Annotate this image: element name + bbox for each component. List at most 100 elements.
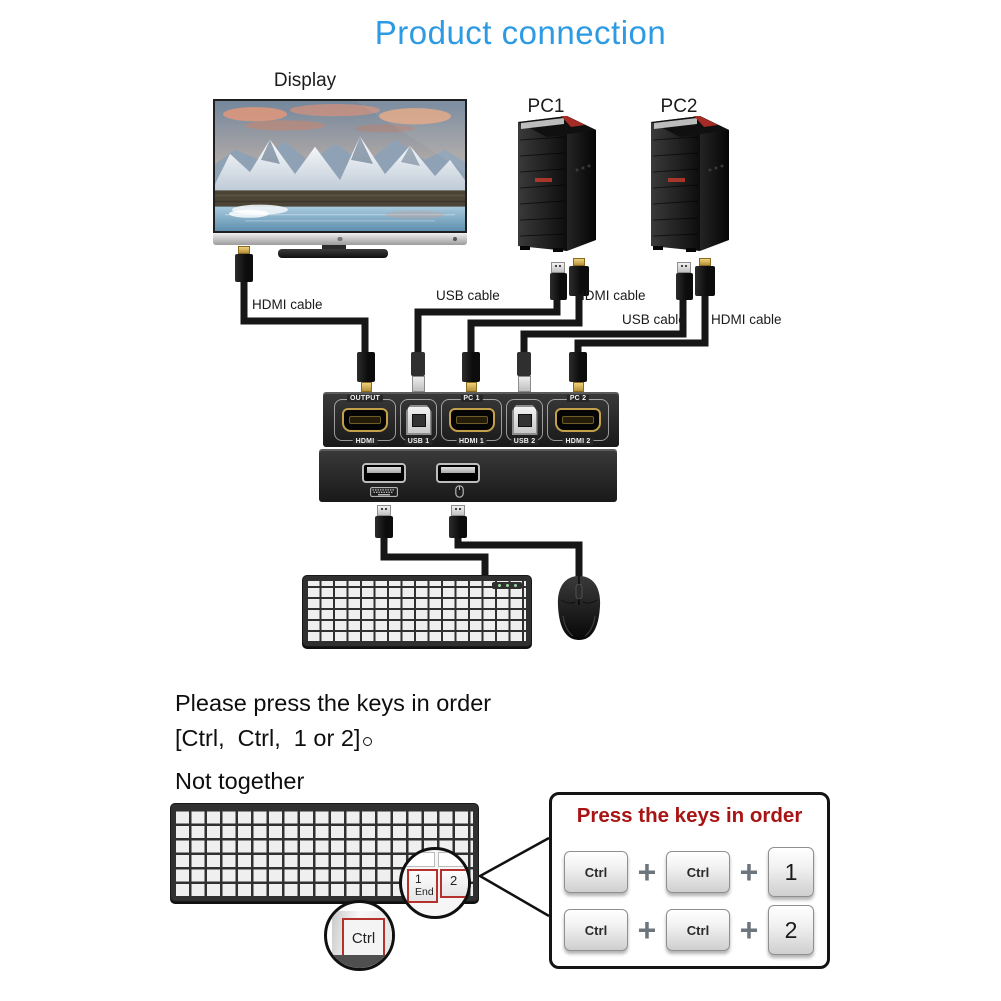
instruction-text: Please press the keys in order [Ctrl, Ct… — [175, 686, 491, 799]
key-end-label: End — [415, 886, 434, 898]
ctrl-key-label: Ctrl — [351, 929, 376, 947]
usb-plug-body — [549, 273, 567, 300]
monitor-screen-image — [215, 101, 465, 231]
usb-plug-tip — [677, 262, 691, 273]
hdmi-plug-tip — [572, 382, 584, 392]
kvm-keyboard-usb-port — [362, 463, 406, 483]
instruction-line-2: [Ctrl, Ctrl, 1 or 2]。 — [175, 721, 491, 764]
keyboard-icon — [370, 487, 398, 497]
monitor-power-led — [453, 237, 457, 241]
usbb-plug-body — [411, 352, 425, 376]
plus-sign: + — [739, 854, 759, 890]
pc1-tower — [518, 116, 596, 252]
keyboard-illustration — [302, 575, 532, 647]
usbb-plug-shell — [411, 376, 425, 392]
mouse-usb-plug — [449, 505, 467, 538]
kvm-pc1-label: PC 1 — [460, 395, 483, 402]
kvm-pc2-label: PC 2 — [566, 395, 590, 402]
kvm-usb1-port — [405, 405, 432, 435]
kvm-output-hdmi-label: HDMI — [352, 438, 378, 445]
plus-sign: + — [739, 912, 759, 948]
keyboard-keys — [308, 581, 526, 641]
magnifier-numpad: 1 End 2 — [399, 847, 471, 919]
hdmi-plug-tip — [360, 382, 372, 392]
ghost-key — [438, 852, 468, 867]
keyboard-leds — [492, 582, 522, 589]
cable-label-pc2-hdmi: HDMI cable — [711, 312, 782, 327]
mouse-icon — [455, 485, 464, 498]
mouse-illustration — [557, 576, 601, 640]
pc1-label: PC1 — [527, 96, 565, 117]
page-title: Product connection — [374, 14, 667, 51]
hdmi-plug-tip — [573, 258, 585, 266]
instruction-line-1: Please press the keys in order — [175, 690, 492, 716]
hdmi-plug-tip — [699, 258, 711, 266]
magnifier-ctrl: Ctrl — [324, 900, 395, 971]
key-2-label: 2 — [450, 873, 458, 888]
kvm-port-group-hdmi2: PC 2 HDMI 2 — [547, 395, 609, 445]
hotkey-panel-heading: Press the keys in order — [576, 804, 803, 827]
kvm-switch-front-panel: OUTPUT HDMI USB 1 PC 1 HDMI 1 USB 2 PC 2… — [323, 392, 619, 447]
cable-label-pc1-usb: USB cable — [436, 288, 500, 303]
usb-plug-tip — [451, 505, 465, 516]
display-hdmi-plug — [234, 246, 254, 282]
display-monitor — [213, 99, 467, 233]
kvm-switch-body — [319, 449, 617, 502]
kvm-output-hdmi-port — [342, 408, 388, 432]
kvm-usb2-label: USB 2 — [510, 438, 539, 445]
kvm-hdmi2-label: HDMI 2 — [562, 438, 594, 445]
kvm-usb2-port — [511, 405, 538, 435]
usb-plug-body — [675, 273, 693, 300]
hotkey-row-1: Ctrl + Ctrl + 1 — [564, 845, 814, 899]
numpad-key-2: 2 — [440, 869, 468, 898]
monitor-stand-base — [278, 249, 388, 258]
kvm-mouse-usb-port — [436, 463, 480, 483]
kvm-port-group-usb2: USB 2 — [506, 399, 543, 445]
kvm-usb2-plug — [517, 352, 531, 392]
pc2-tower — [651, 116, 729, 252]
hotkey-panel: Press the keys in order Ctrl + Ctrl + 1 … — [549, 792, 830, 969]
kvm-hdmi2-plug — [568, 352, 588, 392]
ctrl-keycap: Ctrl — [666, 851, 730, 893]
ctrl-keycap: Ctrl — [564, 909, 628, 951]
kvm-hdmi1-port — [448, 408, 495, 432]
kvm-usb1-plug — [411, 352, 425, 392]
hdmi-plug-body — [462, 352, 480, 382]
ctrl-keycap: Ctrl — [666, 909, 730, 951]
display-hdmi-cable-line — [240, 272, 369, 362]
usb-plug-tip — [551, 262, 565, 273]
cable-label-display-hdmi: HDMI cable — [252, 297, 323, 312]
hdmi-plug-body — [357, 352, 375, 382]
kvm-hdmi2-port — [555, 408, 601, 432]
ctrl-keycap: Ctrl — [564, 851, 628, 893]
kvm-hdmi1-label: HDMI 1 — [456, 438, 487, 445]
cable-label-pc1-hdmi: HDMI cable — [575, 288, 646, 303]
kvm-port-group-output: OUTPUT HDMI — [334, 395, 396, 445]
num-2-keycap: 2 — [768, 905, 814, 955]
usbb-plug-shell — [517, 376, 531, 392]
key-1-label: 1 — [415, 872, 422, 886]
hdmi-plug-body — [569, 352, 587, 382]
hotkey-row-2: Ctrl + Ctrl + 2 — [564, 903, 814, 957]
keyboard-usb-plug — [375, 505, 393, 538]
callout-lines — [477, 836, 550, 918]
plus-sign: + — [637, 912, 657, 948]
usbb-plug-body — [517, 352, 531, 376]
num-1-keycap: 1 — [768, 847, 814, 897]
hotkey-sequence-text: [Ctrl, Ctrl, 1 or 2] — [175, 725, 361, 751]
ghost-key — [405, 852, 435, 867]
cable-label-pc2-usb: USB cable — [622, 312, 686, 327]
hdmi-plug-body — [235, 254, 253, 282]
pc2-hdmi-plug — [695, 258, 715, 296]
kvm-hdmi1-plug — [461, 352, 481, 392]
kvm-port-group-hdmi1: PC 1 HDMI 1 — [441, 395, 502, 445]
pc1-usb-cable-line — [414, 294, 561, 362]
pc1-hdmi-plug — [569, 258, 589, 296]
monitor-stand-neck — [322, 245, 346, 251]
hdmi-plug-tip — [465, 382, 477, 392]
numpad-key-1-end: 1 End — [407, 869, 438, 903]
ideographic-period: 。 — [360, 729, 372, 764]
hdmi-plug-body — [569, 266, 589, 296]
monitor-logo — [337, 237, 343, 241]
